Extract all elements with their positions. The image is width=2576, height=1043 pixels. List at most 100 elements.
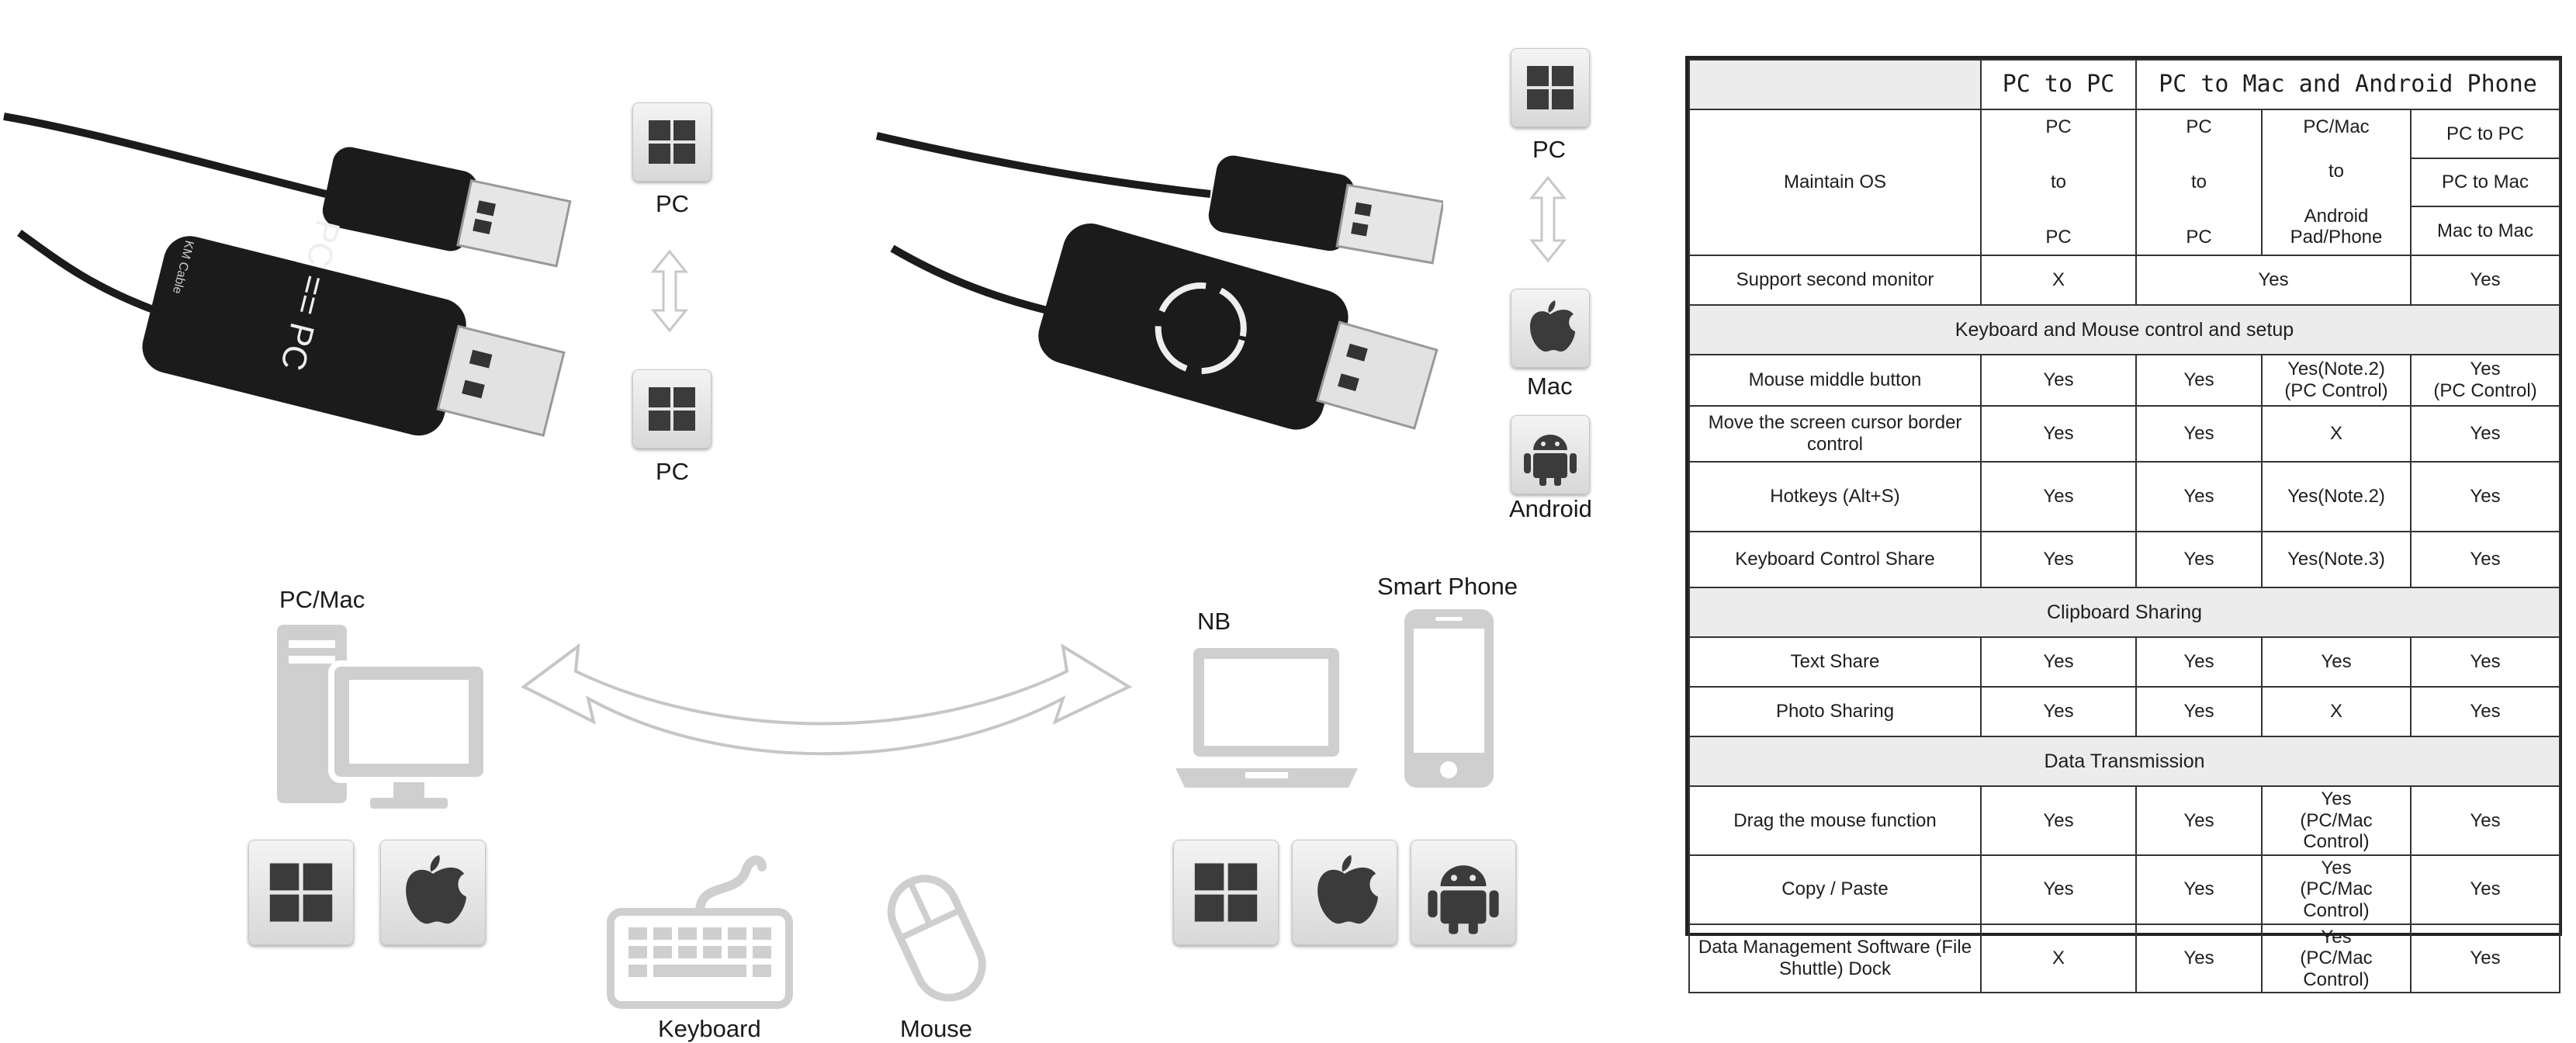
cell-a: Yes [2135, 923, 2263, 994]
windows-icon [248, 840, 354, 945]
smartphone-icon [1404, 609, 1494, 788]
label-pc-bottom: PC [656, 458, 690, 485]
desktop-computer-icon [277, 625, 490, 809]
table-row: Mac to Mac [1689, 206, 2561, 256]
windows-icon [1511, 48, 1590, 127]
table-row: Hotkeys (Alt+S) Yes Yes Yes(Note.2) Yes [1688, 461, 2561, 532]
row-label: Keyboard Control Share [1688, 531, 1982, 588]
cell-b: Yes(Note.2) [2261, 461, 2412, 532]
cell-b: Yes(Note.3) [2261, 531, 2412, 588]
cell-a: Yes [2135, 531, 2263, 588]
cell-b: Yes (PC/Mac Control) [2261, 785, 2412, 856]
cell-col-c-os-1: PC to PC [2409, 109, 2561, 159]
label-mac: Mac [1527, 372, 1573, 400]
cell-c: Yes [2409, 255, 2561, 306]
row-label: Copy / Paste [1688, 854, 1982, 925]
apple-icon [1292, 840, 1397, 945]
table-row: Copy / Paste Yes Yes Yes (PC/Mac Control… [1688, 854, 2561, 925]
table-row: Drag the mouse function Yes Yes Yes (PC/… [1688, 785, 2561, 856]
cell-pc: Yes [1980, 531, 2137, 588]
label-keyboard: Keyboard [658, 1015, 761, 1042]
laptop-icon [1175, 648, 1358, 788]
label-pc-mac: PC/Mac [279, 586, 365, 613]
header-pc-to-pc: PC to PC [1980, 59, 2137, 110]
cell-c: Yes [2409, 531, 2561, 588]
cell-c: Yes [2409, 636, 2561, 688]
cell-pc: Yes [1980, 785, 2137, 856]
label-android: Android [1509, 495, 1592, 522]
label-smart-phone: Smart Phone [1377, 573, 1518, 600]
section-row: Keyboard and Mouse control and setup [1688, 304, 2561, 355]
table-row: Support second monitor X Yes Yes [1688, 255, 2561, 306]
cell-b: Yes (PC/Mac Control) [2261, 923, 2412, 994]
row-label: Text Share [1688, 636, 1982, 688]
cell-b: Yes(Note.2) (PC Control) [2261, 354, 2412, 407]
cell-c: Yes [2409, 405, 2561, 463]
table-row: Keyboard Control Share Yes Yes Yes(Note.… [1688, 531, 2561, 588]
row-label: Photo Sharing [1688, 686, 1982, 737]
cell-a: Yes [2135, 854, 2263, 925]
cell-a: Yes [2135, 686, 2263, 737]
cell-pc: Yes [1980, 405, 2137, 463]
row-label: Data Management Software (File Shuttle) … [1688, 923, 1982, 994]
cell-a: Yes [2135, 405, 2263, 463]
row-label: Drag the mouse function [1688, 785, 1982, 856]
apple-icon [1511, 289, 1590, 368]
table-row: Move the screen cursor border control Ye… [1688, 405, 2561, 463]
cell-c: Yes [2409, 785, 2561, 856]
cell-c: Yes [2409, 854, 2561, 925]
cell-pc: X [1980, 923, 2137, 994]
cell-pc: Yes [1980, 354, 2137, 407]
label-mouse: Mouse [900, 1015, 973, 1042]
row-label-maintain-os: Maintain OS [1688, 109, 1982, 256]
cell-b: Yes (PC/Mac Control) [2261, 854, 2412, 925]
cell-b: X [2261, 686, 2412, 737]
cell-a: Yes [2135, 636, 2263, 688]
cell-c: Yes (PC Control) [2409, 354, 2561, 407]
table-row: Photo Sharing Yes Yes X Yes [1688, 686, 2561, 737]
cell-a: Yes [2135, 461, 2263, 532]
cell-pc: Yes [1980, 636, 2137, 688]
row-label: Support second monitor [1688, 255, 1982, 306]
section-data-transmission: Data Transmission [1688, 736, 2561, 787]
cell-c: Yes [2409, 461, 2561, 532]
android-icon [1411, 840, 1516, 945]
table-header-row: PC to PC PC to Mac and Android Phone [1688, 59, 2561, 110]
cell-col-c-os-3: Mac to Mac [2409, 206, 2561, 256]
cell-c: Yes [2409, 686, 2561, 737]
header-blank [1688, 59, 1982, 110]
android-icon [1511, 415, 1590, 494]
cable-pc-mac-android-illustration [875, 132, 1443, 430]
table-row: PC to Mac [1689, 157, 2561, 208]
cell-b: X [2261, 405, 2412, 463]
apple-icon [380, 840, 486, 945]
row-label: Move the screen cursor border control [1688, 405, 1982, 463]
section-row: Data Transmission [1688, 736, 2561, 787]
table-row: Text Share Yes Yes Yes Yes [1688, 636, 2561, 688]
table-row: Data Management Software (File Shuttle) … [1688, 923, 2561, 994]
header-pc-to-mac-android: PC to Mac and Android Phone [2135, 59, 2561, 110]
cell-pc: Yes [1980, 686, 2137, 737]
section-clipboard: Clipboard Sharing [1688, 587, 2561, 638]
cell-merged: Yes [2135, 255, 2412, 306]
row-label: Mouse middle button [1688, 354, 1982, 407]
cell-pc: Yes [1980, 854, 2137, 925]
cell-pc: Yes [1980, 461, 2137, 532]
label-pc-top: PC [656, 190, 690, 217]
windows-icon [632, 102, 712, 182]
table-row: Mouse middle button Yes Yes Yes(Note.2) … [1688, 354, 2561, 407]
windows-icon [1173, 840, 1279, 945]
cell-b: Yes [2261, 636, 2412, 688]
cell-a: Yes [2135, 785, 2263, 856]
mouse-icon [887, 875, 986, 1002]
bidirectional-arrow-icon [521, 643, 1133, 756]
cell-col-c-os-2: PC to Mac [2409, 157, 2561, 208]
section-row: Clipboard Sharing [1688, 587, 2561, 638]
feature-comparison-table: PC to PC PC to Mac and Android Phone Mai… [1685, 56, 2562, 994]
label-nb: NB [1197, 608, 1231, 635]
cell-pc: X [1980, 255, 2137, 306]
